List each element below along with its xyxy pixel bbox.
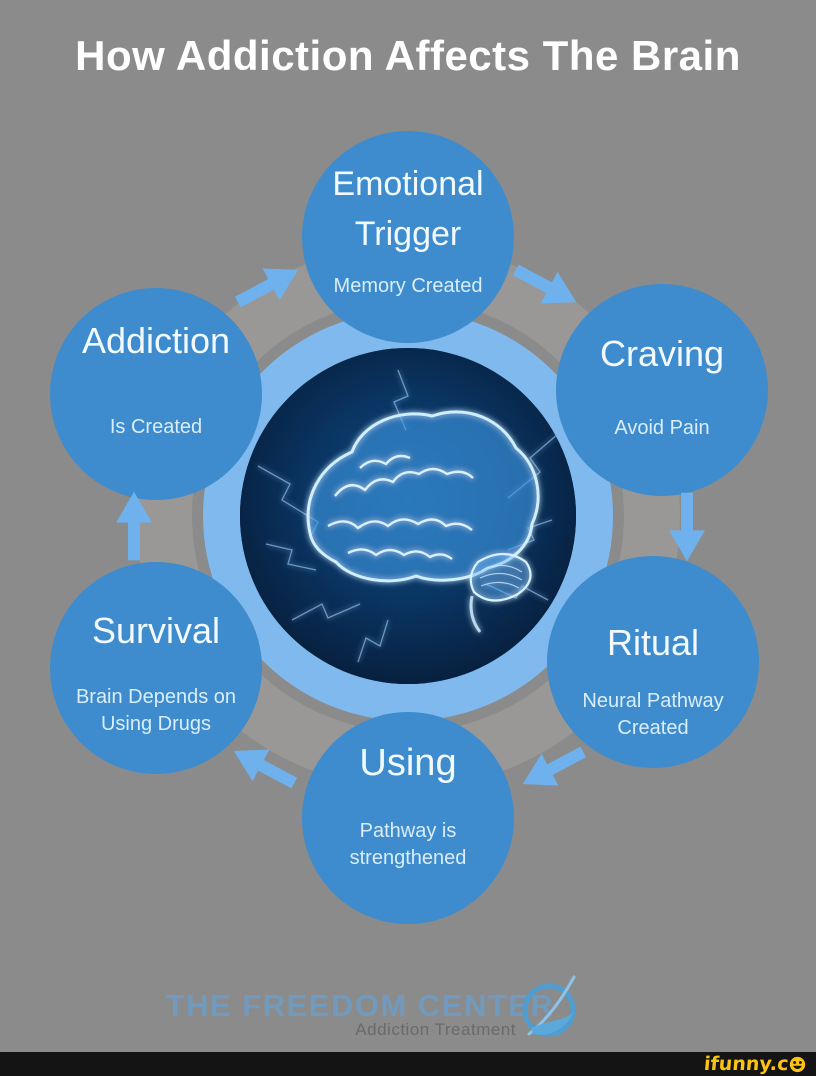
arrow-emotional-trigger-to-craving-icon — [505, 251, 587, 320]
stage-addiction: Addiction Is Created — [50, 288, 262, 500]
ifunny-watermark-text: ifunny.c — [702, 1052, 790, 1075]
stage-sublabel: Is Created — [109, 416, 203, 438]
brand-name: THE FREEDOM CENTER — [165, 988, 555, 1023]
stage-label: Survival — [91, 610, 221, 651]
freedom-center-logo-icon — [520, 974, 578, 1040]
stage-ritual: Ritual Neural Pathway Created — [547, 556, 759, 768]
arrow-ritual-to-using-icon — [512, 733, 594, 802]
arrow-survival-to-addiction-icon — [114, 490, 154, 562]
smiley-face-icon — [789, 1056, 806, 1073]
stage-using: Using Pathway is strengthened — [302, 712, 514, 924]
page-title: How Addiction Affects The Brain — [75, 32, 741, 79]
arrow-using-to-survival-icon — [223, 732, 305, 801]
watermark-bar: ifunny.c — [0, 1052, 816, 1076]
arrow-addiction-to-emotional-trigger-icon — [227, 251, 309, 320]
stage-craving: Craving Avoid Pain — [556, 284, 768, 496]
glowing-brain-illustration — [240, 348, 576, 684]
brain-image — [240, 348, 576, 684]
brand-tagline: Addiction Treatment — [355, 1020, 516, 1039]
stage-sublabel: Memory Created — [333, 275, 483, 297]
stage-label: Using — [359, 742, 457, 784]
stage-sublabel: Pathway is strengthened — [349, 820, 467, 869]
stage-emotional-trigger: Emotional Trigger Memory Created — [302, 131, 514, 343]
arrow-craving-to-ritual-icon — [667, 491, 707, 563]
stage-sublabel: Neural Pathway Created — [582, 690, 724, 739]
stage-label: Ritual — [606, 622, 700, 663]
stage-label: Emotional Trigger — [332, 165, 484, 253]
stage-label: Addiction — [81, 320, 231, 361]
stage-sublabel: Avoid Pain — [614, 417, 710, 439]
stage-sublabel: Brain Depends on Using Drugs — [75, 686, 237, 735]
stage-survival: Survival Brain Depends on Using Drugs — [50, 562, 262, 774]
stage-label: Craving — [599, 333, 725, 374]
